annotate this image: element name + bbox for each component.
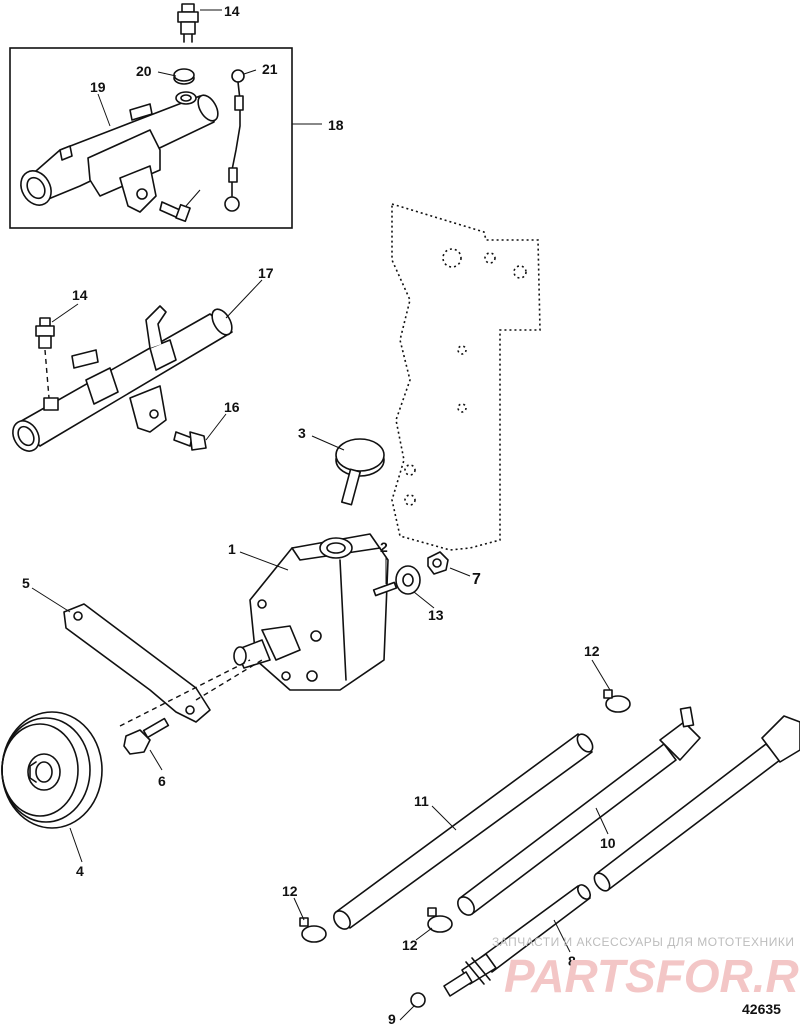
bolt-6: [123, 717, 170, 755]
figure-number: 42635: [742, 1001, 781, 1017]
callout-15: 16: [224, 399, 240, 415]
callout-14-mid: 14: [72, 287, 88, 303]
hose-10: [457, 706, 701, 916]
bracket-5: [63, 603, 263, 727]
watermark-brand: PARTSFOR.RU: [504, 950, 800, 1002]
mount-bracket-dotted: [391, 202, 541, 551]
watermark-caption: ЗАПЧАСТИ И АКСЕССУАРЫ ДЛЯ МОТОТЕХНИКИ: [492, 935, 794, 949]
o-ring-9: [410, 992, 426, 1008]
callout-7: 7: [472, 571, 481, 588]
callout-13: 13: [428, 607, 444, 623]
callout-12-a: 12: [584, 643, 600, 659]
callout-10: 10: [600, 835, 616, 851]
callout-20: 21: [262, 61, 278, 77]
callout-12-b: 12: [282, 883, 298, 899]
leader-lines: [31, 9, 611, 1021]
callout-3: 3: [298, 425, 306, 441]
clamp-12-b: [299, 917, 327, 943]
callout-6: 6: [158, 773, 166, 789]
callout-2: 2: [380, 539, 388, 555]
hose-8: [443, 884, 592, 997]
callout-19: 20: [136, 63, 152, 79]
callout-11: 11: [414, 793, 429, 809]
callout-18: 19: [90, 79, 106, 95]
callout-8: 8: [568, 953, 576, 969]
pulley-4: [1, 711, 103, 829]
callout-5: 5: [22, 575, 30, 591]
callout-labels: 14 20 21 19 18 14 17 16 3 1 2 7 13 5 6 4…: [22, 3, 616, 1027]
power-steering-pump-1: [233, 533, 449, 691]
manifold-16: [12, 305, 233, 452]
callout-1: 1: [228, 541, 236, 557]
sensor-14-top: [177, 3, 199, 43]
callout-17: 18: [328, 117, 344, 133]
watermark: ЗАПЧАСТИ И АКСЕССУАРЫ ДЛЯ МОТОТЕХНИКИ PA…: [492, 935, 800, 1002]
hose-11: [333, 733, 594, 930]
callout-16: 17: [258, 265, 274, 281]
assembly-17-box: [9, 47, 293, 229]
callout-9: 9: [388, 1011, 396, 1027]
filler-cap-3: [335, 438, 385, 506]
clamp-12-a: [603, 689, 631, 713]
callout-4: 4: [76, 863, 84, 879]
clamp-12-c: [427, 907, 453, 933]
hose-right: [593, 715, 800, 892]
callout-12-c: 12: [402, 937, 418, 953]
callout-14-top: 14: [224, 3, 240, 19]
